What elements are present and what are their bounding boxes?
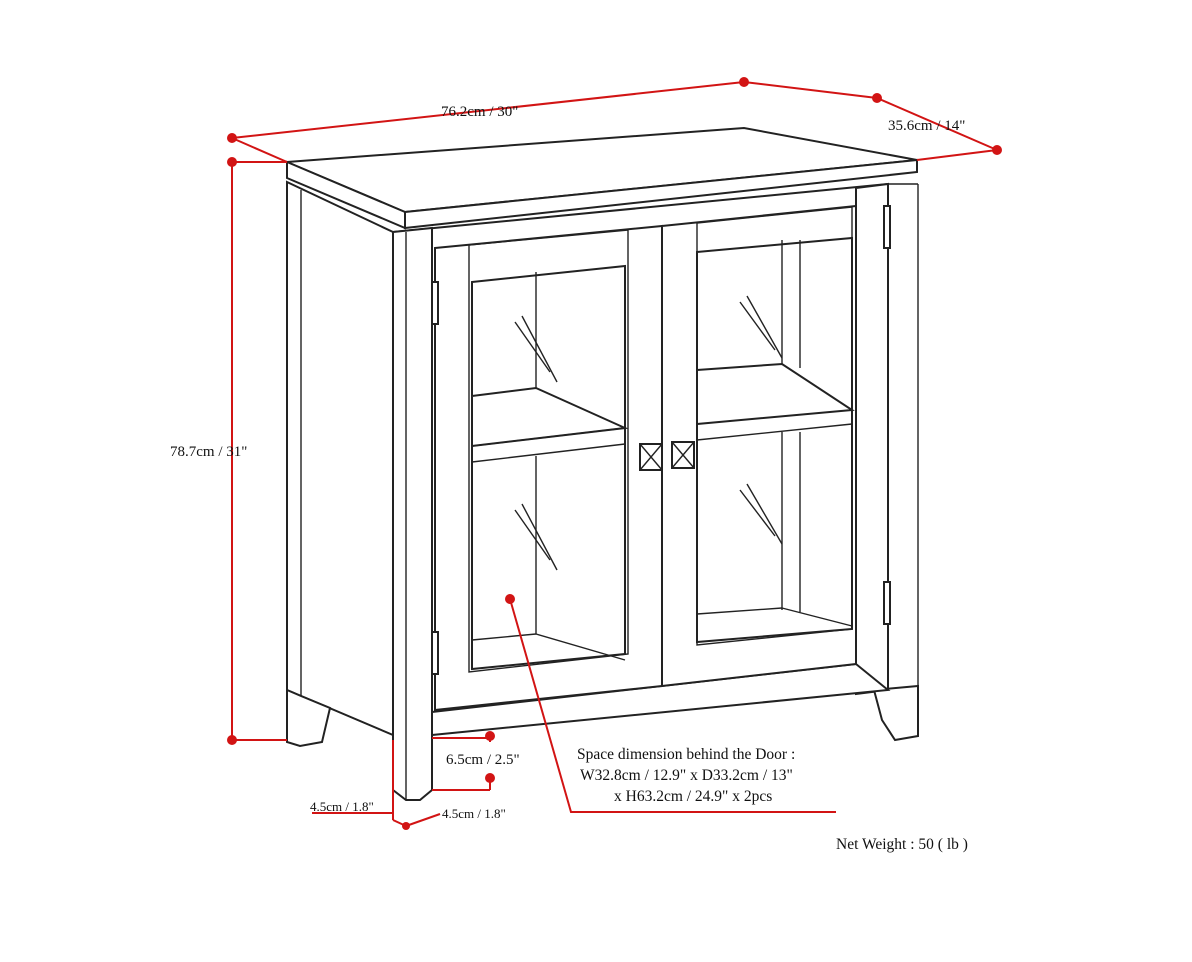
hinge-left-bottom [431,631,439,675]
hinge-right-top [883,205,891,249]
net-weight-label: Net Weight : 50 ( lb ) [836,836,968,853]
cabinet-top-side-edge [286,160,406,230]
space-note-line2: W32.8cm / 12.9" x D33.2cm / 13" [580,767,793,784]
hinge-left-top [431,281,439,325]
space-note-line3: x H63.2cm / 24.9" x 2pcs [614,788,772,805]
cabinet-drawing [286,126,919,801]
depth-label: 35.6cm / 14" [888,118,965,134]
height-label: 78.7cm / 31" [170,444,247,460]
rear-left-leg [286,688,332,748]
leg-width-a-label: 4.5cm / 1.8" [310,799,374,814]
width-label: 76.2cm / 30" [441,104,518,120]
hinge-right-bottom [883,581,891,625]
right-door-knob [671,441,695,469]
dimension-lines [227,77,1002,830]
space-note-line1: Space dimension behind the Door : [577,746,795,763]
left-door-knob [639,443,663,471]
right-shelf [696,362,855,426]
cabinet-side-panel [286,180,394,737]
front-left-leg [392,226,433,801]
leg-height-label: 6.5cm / 2.5" [446,752,520,768]
leg-width-b-label: 4.5cm / 1.8" [442,806,506,821]
rear-right-leg [872,684,919,742]
